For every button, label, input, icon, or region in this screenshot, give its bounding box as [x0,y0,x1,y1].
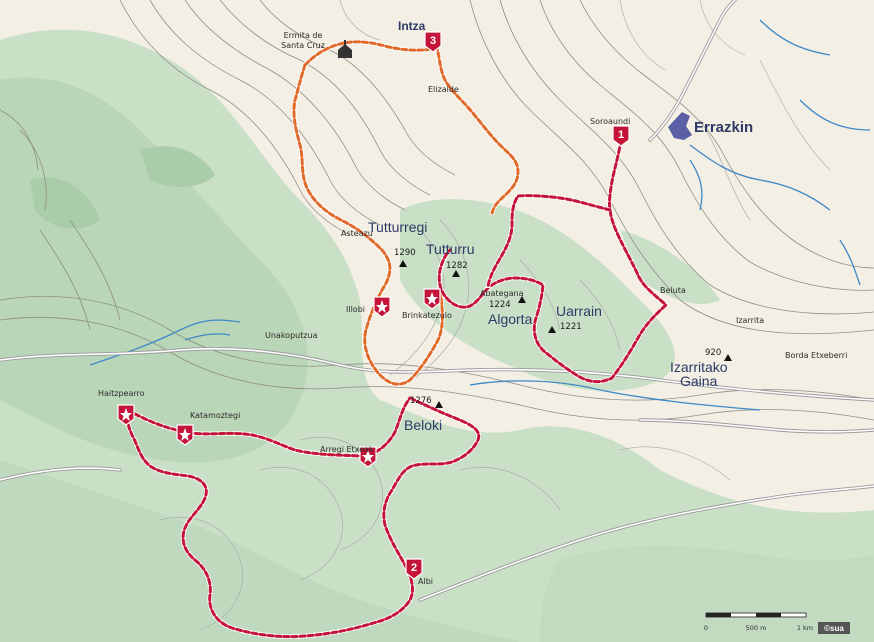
waypoint-3-number: 3 [430,35,436,47]
label-errazkin: Errazkin [694,119,753,136]
elev-tutturru: 1282 [446,261,468,271]
label-izarrita: Izarrita [736,316,764,325]
credit-text: ©sua [824,624,844,633]
route-orange [291,39,521,387]
label-ermita: Ermita de [284,31,323,40]
star-poi-brinkatezulo-icon [423,288,441,310]
label-abategana: Abategana [480,289,524,298]
label-arregi: Arregi Etxeak [320,445,374,454]
elev-algorta: 1224 [489,300,511,310]
scale-bar: 0 500 m 1 km ©sua [704,612,850,634]
label-katamoztegi: Katamoztegi [190,411,240,420]
label-unakoputzua: Unakoputzua [265,331,318,340]
village-errazkin-area [668,112,692,140]
forest-areas [0,29,874,642]
waypoint-1-number: 1 [618,129,624,141]
star-poi-illobi-icon [373,296,391,318]
waypoint-3-icon [424,31,442,53]
waypoint-1-icon [612,125,630,147]
place-labels: Ermita de Santa Cruz Intza Elizalde Soro… [98,19,847,586]
peak-izarritako-icon [724,354,732,361]
label-beloki: Beloki [404,417,442,433]
waypoint-2[interactable]: 2 [405,558,423,580]
label-asteazu: Asteazu [341,229,373,238]
waypoint-1[interactable]: 1 [612,125,630,147]
label-elizalde: Elizalde [428,85,459,94]
peak-tutturru-icon [452,270,460,277]
label-brinkatezulo: Brinkatezulo [402,311,452,320]
label-tutturregi: Tutturregi [368,219,427,235]
elev-izarritako: 920 [705,348,721,358]
label-izarritako2: Gaina [680,373,718,389]
scale-end: 1 km [797,624,813,632]
label-albi: Albi [418,577,433,586]
scale-zero: 0 [704,624,708,632]
label-soroaundi: Soroaundi [590,117,630,126]
poi-stars [117,288,441,468]
chapel-icon [338,40,352,58]
star-poi-haitzpearro-icon [117,404,135,426]
star-poi-arregi-icon [359,446,377,468]
label-algorta: Algorta [488,311,533,327]
elev-beloki: 1276 [410,396,432,406]
star-poi-katamoztegi-icon [176,424,194,446]
credit-badge [818,622,850,634]
rivers [89,19,871,411]
waypoint-2-icon [405,558,423,580]
elev-uarrain: 1221 [560,322,582,332]
peak-algorta-icon [518,296,526,303]
label-beluta: Beluta [660,286,686,295]
elev-tutturregi: 1290 [394,248,416,258]
scale-mid: 500 m [746,624,767,632]
peak-beloki-icon [435,401,443,408]
peak-tutturregi-icon [399,260,407,267]
waypoint-3[interactable]: 3 [424,31,442,53]
label-illobi: Illobi [346,305,365,314]
label-izarritako1: Izarritako [670,359,728,375]
label-intza: Intza [398,19,426,33]
roads [0,0,874,602]
label-borda: Borda Etxeberri [785,351,847,360]
waypoint-2-number: 2 [411,562,417,574]
label-uarrain: Uarrain [556,303,602,319]
peak-markers [399,260,732,408]
peak-uarrain-icon [548,326,556,333]
label-ermita2: Santa Cruz [281,41,325,50]
label-tutturru: Tutturru [426,241,475,257]
label-haitzpearro: Haitzpearro [98,389,145,398]
